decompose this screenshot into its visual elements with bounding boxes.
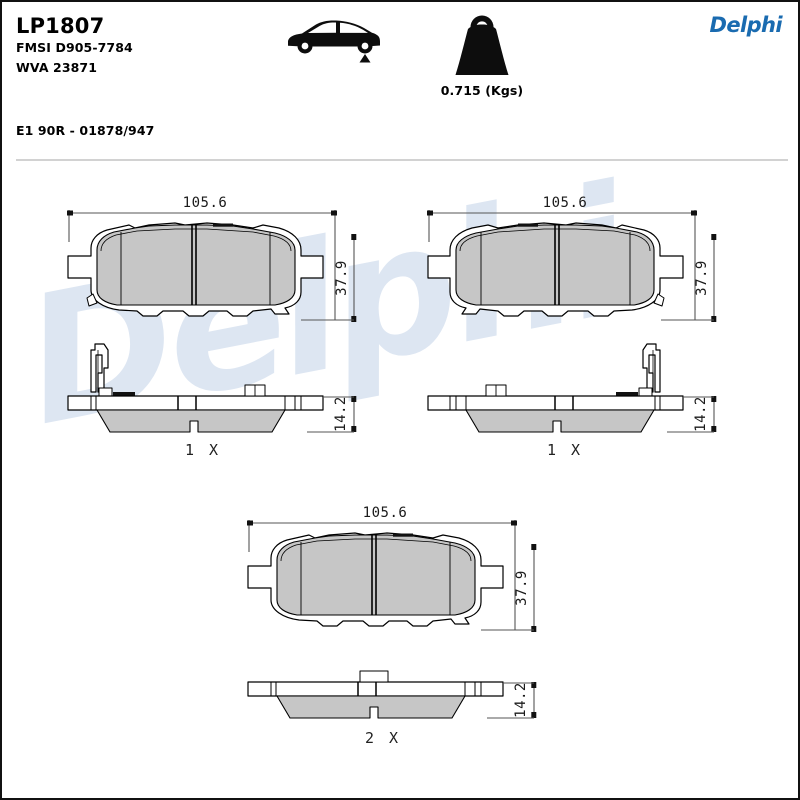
height-dimension-value: 37.9	[334, 260, 350, 296]
height-dimension-line	[301, 234, 357, 322]
pad-plan-view	[247, 532, 504, 627]
pad-drawing-top-right: 105.6 37.9 14.2	[417, 192, 717, 442]
header-info-block: LP1807 FMSI D905-7784 WVA 23871	[16, 14, 316, 77]
delphi-logo: Delphi	[709, 13, 783, 37]
pad-side-view	[247, 670, 504, 719]
width-dimension-value: 105.6	[543, 195, 588, 211]
thickness-dimension-line	[667, 396, 717, 433]
weight-group: 0.715 (Kgs)	[420, 10, 544, 98]
quantity-label-top-right: 1 X	[547, 441, 584, 459]
fmsi-code: FMSI D905-7784	[16, 40, 133, 56]
thickness-dimension-value: 14.2	[513, 682, 529, 718]
thickness-dimension-line	[487, 682, 537, 719]
height-dimension-value: 37.9	[694, 260, 710, 296]
thickness-dimension-value: 14.2	[333, 396, 349, 432]
weight-kettlebell-icon	[455, 15, 509, 75]
pad-plan-view	[67, 222, 324, 317]
height-dimension-line	[661, 234, 717, 322]
width-dimension-line	[247, 520, 517, 630]
quantity-label-bottom: 2 X	[365, 729, 402, 747]
wva-code: WVA 23871	[16, 59, 98, 75]
width-dimension-line	[67, 210, 337, 320]
approval-code: E1 90R - 01878/947	[16, 123, 155, 138]
header-divider	[16, 159, 788, 161]
pad-plan-view	[427, 222, 684, 317]
pad-side-view	[67, 343, 324, 433]
pad-drawing-top-left: 105.6 37.9 14.2	[57, 192, 357, 442]
height-dimension-value: 37.9	[514, 570, 530, 606]
pad-drawing-bottom: 105.6 37.9 14.2	[237, 502, 537, 742]
height-dimension-line	[481, 544, 537, 632]
width-dimension-line	[427, 210, 697, 320]
thickness-dimension-value: 14.2	[693, 396, 709, 432]
width-dimension-value: 105.6	[183, 195, 228, 211]
wear-sensor-clip	[642, 343, 661, 393]
width-dimension-value: 105.6	[363, 505, 408, 521]
part-number: LP1807	[16, 14, 105, 38]
pad-side-view	[427, 343, 684, 433]
car-side-rear-axle-icon	[280, 12, 384, 68]
thickness-dimension-line	[307, 396, 357, 433]
weight-value: 0.715 (Kgs)	[440, 83, 524, 98]
wear-sensor-clip	[90, 343, 109, 393]
quantity-label-top-left: 1 X	[185, 441, 222, 459]
